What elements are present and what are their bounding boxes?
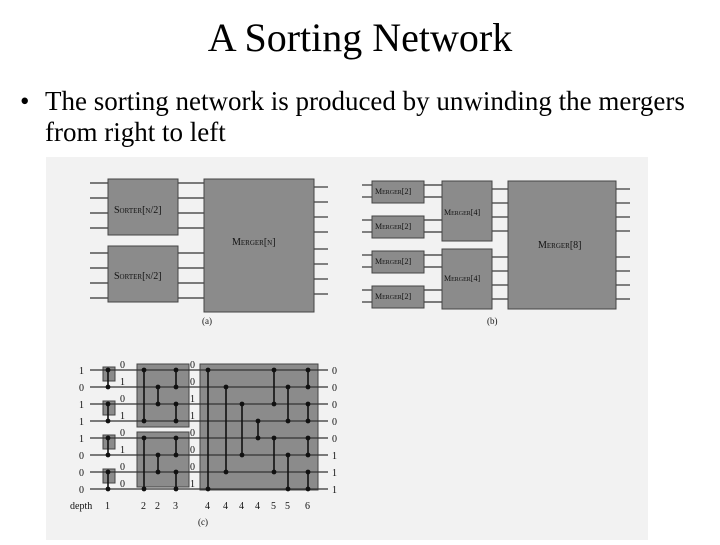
output-value: 1 bbox=[332, 468, 337, 479]
stage1-value: 0 bbox=[120, 428, 125, 439]
output-value: 1 bbox=[332, 451, 337, 462]
panel-b: Merger[2] Merger[2] Merger[2] Merger[2] … bbox=[362, 180, 630, 326]
stage2-value: 1 bbox=[190, 411, 195, 422]
stage1-value: 0 bbox=[120, 462, 125, 473]
stage3-merger-box bbox=[199, 363, 319, 491]
depth-value: 4 bbox=[255, 501, 260, 512]
input-value: 1 bbox=[79, 434, 84, 445]
depth-value: 6 bbox=[305, 501, 310, 512]
stage2-box-bottom bbox=[136, 431, 190, 488]
bullet-text: The sorting network is produced by unwin… bbox=[45, 86, 685, 147]
slide-title: A Sorting Network bbox=[207, 15, 513, 60]
merger-4-label-1: Merger[4] bbox=[444, 208, 480, 217]
merger-2-label-2: Merger[2] bbox=[375, 222, 411, 231]
output-values: 0 0 0 0 0 1 1 1 bbox=[332, 366, 337, 496]
stage2-box-top bbox=[136, 363, 190, 428]
stage1-value: 0 bbox=[120, 394, 125, 405]
panel-b-wires bbox=[362, 184, 630, 303]
merger-8-box bbox=[507, 180, 617, 310]
input-value: 1 bbox=[79, 400, 84, 411]
depth-value: 3 bbox=[173, 501, 178, 512]
panel-a-caption: (a) bbox=[202, 316, 212, 326]
panel-c-comparators bbox=[105, 367, 311, 492]
panel-a-output-wires bbox=[314, 186, 328, 295]
depth-value: 4 bbox=[205, 501, 210, 512]
stage1-values: 0 1 0 1 0 1 0 0 bbox=[120, 360, 125, 490]
stage1-value: 1 bbox=[120, 377, 125, 388]
merger-2-box-3 bbox=[371, 250, 425, 274]
merger-2-label-3: Merger[2] bbox=[375, 257, 411, 266]
input-value: 0 bbox=[79, 468, 84, 479]
depth-value: 2 bbox=[141, 501, 146, 512]
panel-b-caption: (b) bbox=[487, 316, 498, 326]
panel-a-input-wires bbox=[90, 182, 108, 299]
output-value: 1 bbox=[332, 485, 337, 496]
output-value: 0 bbox=[332, 417, 337, 428]
stage1-value: 1 bbox=[120, 411, 125, 422]
stage2-value: 0 bbox=[190, 377, 195, 388]
depth-row: depth 1 2 2 3 4 4 4 4 5 5 6 bbox=[70, 501, 310, 512]
panel-c-caption: (c) bbox=[198, 517, 208, 527]
sorter-top-label: Sorter[n/2] bbox=[114, 205, 162, 216]
depth-value: 4 bbox=[223, 501, 228, 512]
depth-value: 5 bbox=[285, 501, 290, 512]
sorter-half-top bbox=[107, 178, 179, 236]
sorting-network-figure: Sorter[n/2] Sorter[n/2] Merger[n] (a) bbox=[46, 157, 648, 540]
merger-2-label-4: Merger[2] bbox=[375, 292, 411, 301]
input-value: 0 bbox=[79, 451, 84, 462]
stage1-value: 1 bbox=[120, 445, 125, 456]
panel-a-mid-wires bbox=[178, 182, 204, 299]
panel-c: 1 0 1 1 1 0 0 0 0 1 0 1 0 1 0 0 bbox=[70, 360, 337, 527]
merger-n-box bbox=[203, 178, 315, 313]
stage2-value: 0 bbox=[190, 360, 195, 371]
bullet-icon: • bbox=[20, 86, 30, 116]
stage2-value: 1 bbox=[190, 479, 195, 490]
depth-value: 5 bbox=[271, 501, 276, 512]
input-value: 1 bbox=[79, 417, 84, 428]
output-value: 0 bbox=[332, 400, 337, 411]
input-value: 0 bbox=[79, 485, 84, 496]
stage2-values: 0 0 1 1 0 0 0 1 bbox=[190, 360, 195, 490]
depth-value: 1 bbox=[105, 501, 110, 512]
output-value: 0 bbox=[332, 383, 337, 394]
depth-value: 4 bbox=[239, 501, 244, 512]
merger-2-box-2 bbox=[371, 215, 425, 239]
stage2-value: 1 bbox=[190, 394, 195, 405]
input-values: 1 0 1 1 1 0 0 0 bbox=[79, 366, 84, 496]
merger-2-box-1 bbox=[371, 180, 425, 204]
stage2-value: 0 bbox=[190, 428, 195, 439]
stage1-value: 0 bbox=[120, 360, 125, 371]
input-value: 0 bbox=[79, 383, 84, 394]
sorter-half-bottom bbox=[107, 245, 179, 303]
merger-4-box-1 bbox=[441, 180, 493, 242]
input-value: 1 bbox=[79, 366, 84, 377]
sorter-bottom-label: Sorter[n/2] bbox=[114, 271, 162, 282]
output-value: 0 bbox=[332, 434, 337, 445]
depth-value: 2 bbox=[155, 501, 160, 512]
stage1-value: 0 bbox=[120, 479, 125, 490]
stage2-value: 0 bbox=[190, 445, 195, 456]
merger-8-label: Merger[8] bbox=[538, 240, 582, 251]
merger-2-box-4 bbox=[371, 285, 425, 309]
merger-n-label: Merger[n] bbox=[232, 237, 276, 248]
merger-4-box-2 bbox=[441, 248, 493, 310]
panel-a: Sorter[n/2] Sorter[n/2] Merger[n] (a) bbox=[90, 178, 328, 326]
stage2-value: 0 bbox=[190, 462, 195, 473]
output-value: 0 bbox=[332, 366, 337, 377]
merger-4-label-2: Merger[4] bbox=[444, 274, 480, 283]
depth-label: depth bbox=[70, 501, 92, 512]
merger-2-label-1: Merger[2] bbox=[375, 187, 411, 196]
